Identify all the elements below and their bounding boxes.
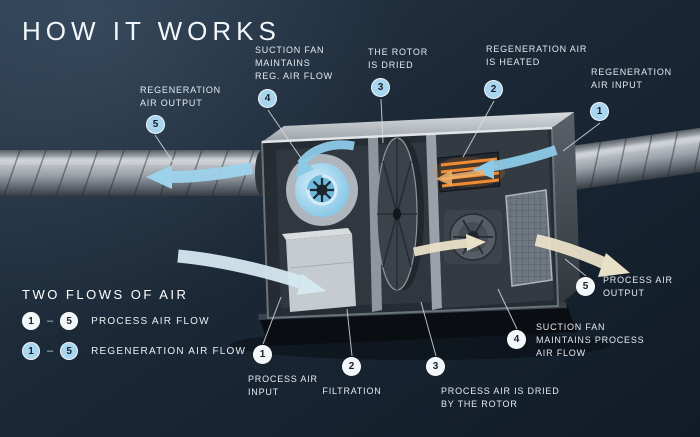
page-title: HOW IT WORKS [22,16,281,46]
callout-line-regen-fan [267,109,302,159]
legend-dash: – [47,315,54,327]
callout-label-regen-fan: SUCTION FAN MAINTAINS REG. AIR FLOW [255,45,333,82]
callout-line-regen-output [154,134,174,163]
callout-line-regen-heated [462,100,495,158]
callout-label-rotor-dried: THE ROTOR IS DRIED [368,47,429,71]
legend-regen-to-badge: 5 [60,342,79,360]
divider-wall-right [426,133,442,310]
legend-regen-from-badge: 1 [22,342,40,360]
callout-line-regen-input [562,122,601,152]
callout-badge-process-dried: 3 [426,357,445,376]
callout-line-process-fan [497,288,518,330]
callout-line-process-input [262,296,282,345]
callout-label-process-fan: SUCTION FAN MAINTAINS PROCESS AIR FLOW [536,322,645,359]
callout-line-process-output [564,258,587,277]
callout-badge-process-input: 1 [253,345,272,364]
legend-title: TWO FLOWS OF AIR [22,287,189,302]
callout-line-filtration [346,308,353,357]
legend-dash: – [47,345,54,357]
callout-label-process-dried: PROCESS AIR IS DRIED BY THE ROTOR [441,386,560,410]
regeneration-fan-arrow [295,140,355,178]
legend-process-to-badge: 5 [60,312,79,330]
callout-badge-regen-fan: 4 [258,89,277,108]
legend-row-process: 1 – 5 PROCESS AIR FLOW [22,312,210,330]
callout-badge-regen-heated: 2 [484,80,503,99]
callout-label-regen-output: REGENERATION AIR OUTPUT [140,85,221,109]
callout-label-regen-heated: REGENERATION AIR IS HEATED [486,44,588,68]
process-input-arrow [177,249,326,295]
callout-line-process-dried [420,301,437,357]
callout-badge-regen-input: 1 [590,102,609,121]
callout-badge-filtration: 2 [342,357,361,376]
heated-air-arrow [436,169,485,186]
filter-panel [505,189,553,287]
filter-cabinet [282,228,356,312]
machine-unit [260,112,580,320]
callout-label-process-output: PROCESS AIR OUTPUT [603,275,673,299]
airflow-arrows [146,140,630,295]
legend-process-label: PROCESS AIR FLOW [91,315,210,327]
callout-badge-process-output: 5 [576,277,595,296]
regeneration-fan [286,154,358,226]
process-output-arrow [534,234,630,277]
callout-label-regen-input: REGENERATION AIR INPUT [591,67,672,91]
callout-lines [154,98,601,357]
callout-badge-process-fan: 4 [507,330,526,349]
process-through-rotor-arrow [413,234,486,257]
legend-process-from-badge: 1 [22,312,40,330]
callout-label-process-input: PROCESS AIR INPUT [248,374,318,398]
legend-row-regeneration: 1 – 5 REGENERATION AIR FLOW [22,342,246,360]
regeneration-input-arrow [472,145,558,179]
callout-label-filtration: FILTRATION [322,386,382,396]
callout-badge-regen-output: 5 [146,115,165,134]
rotor [376,137,424,291]
callout-badge-rotor-dried: 3 [371,78,390,97]
machine-side-face [552,112,580,306]
machine-top-face [262,112,574,142]
regeneration-output-arrow [146,162,254,189]
legend-regen-label: REGENERATION AIR FLOW [91,345,247,357]
callout-line-rotor-dried [380,98,384,144]
